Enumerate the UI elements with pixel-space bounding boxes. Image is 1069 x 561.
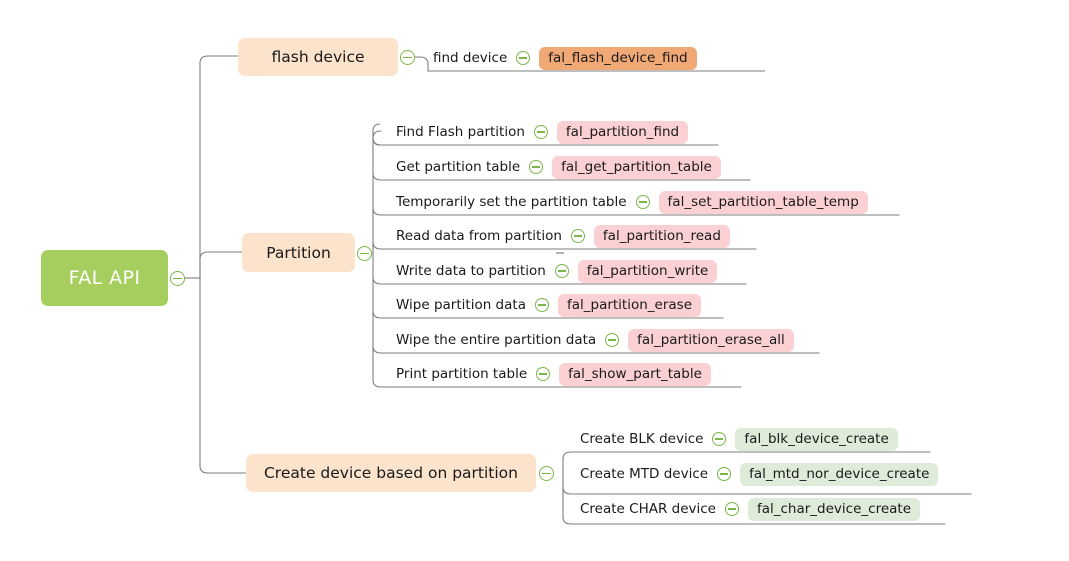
root-collapse-toggle-icon[interactable]	[170, 271, 185, 286]
leaf-label-wipe-partition-data: Wipe partition data	[396, 297, 526, 313]
api-badge-fal-mtd-nor-device-create[interactable]: fal_mtd_nor_device_create	[740, 462, 939, 486]
api-badge-fal-flash-device-find[interactable]: fal_flash_device_find	[539, 46, 697, 70]
leaf-label-temporarily-set-partition-table: Temporarily set the partition table	[396, 194, 627, 210]
leaf-row-wipe-entire-partition-data: Wipe the entire partition data fal_parti…	[396, 327, 794, 353]
leaf-row-create-char-device: Create CHAR device fal_char_device_creat…	[580, 496, 921, 522]
branch-node-flash-device[interactable]: flash device	[238, 38, 398, 76]
api-badge-fal-blk-device-create[interactable]: fal_blk_device_create	[735, 427, 898, 451]
create-mtd-device-collapse-toggle-icon[interactable]	[717, 467, 732, 481]
wipe-partition-data-collapse-toggle-icon[interactable]	[534, 298, 549, 312]
branch-node-create-device-label: Create device based on partition	[263, 464, 518, 482]
create-blk-device-collapse-toggle-icon[interactable]	[712, 432, 727, 446]
leaf-label-create-mtd-device: Create MTD device	[580, 466, 709, 482]
leaf-row-create-mtd-device: Create MTD device fal_mtd_nor_device_cre…	[580, 461, 939, 487]
api-badge-fal-partition-write[interactable]: fal_partition_write	[577, 259, 718, 283]
leaf-row-find-device: find device fal_flash_device_find	[433, 45, 697, 71]
root-node-label: FAL API	[68, 267, 141, 289]
leaf-label-create-char-device: Create CHAR device	[580, 501, 716, 517]
leaf-row-read-data-from-partition: Read data from partition fal_partition_r…	[396, 223, 730, 249]
read-data-from-partition-collapse-toggle-icon[interactable]	[570, 229, 585, 243]
leaf-label-read-data-from-partition: Read data from partition	[396, 228, 562, 244]
api-badge-fal-partition-erase-all[interactable]: fal_partition_erase_all	[628, 328, 794, 352]
branch-node-partition-label: Partition	[266, 243, 331, 262]
create-device-collapse-toggle-icon[interactable]	[539, 466, 554, 481]
temporarily-set-partition-table-collapse-toggle-icon[interactable]	[635, 195, 650, 209]
leaf-label-print-partition-table: Print partition table	[396, 366, 528, 382]
find-flash-partition-collapse-toggle-icon[interactable]	[533, 125, 548, 139]
leaf-label-find-flash-partition: Find Flash partition	[396, 124, 525, 140]
root-node[interactable]: FAL API	[41, 250, 168, 306]
leaf-row-find-flash-partition: Find Flash partition fal_partition_find	[396, 119, 689, 145]
leaf-row-print-partition-table: Print partition table fal_show_part_tabl…	[396, 361, 711, 387]
api-badge-fal-partition-find[interactable]: fal_partition_find	[556, 120, 689, 144]
leaf-row-write-data-to-partition: Write data to partition fal_partition_wr…	[396, 258, 718, 284]
api-badge-fal-partition-erase[interactable]: fal_partition_erase	[557, 293, 702, 317]
flash-device-collapse-toggle-icon[interactable]	[400, 50, 415, 65]
leaf-label-create-blk-device: Create BLK device	[580, 431, 704, 447]
api-badge-fal-partition-read[interactable]: fal_partition_read	[593, 224, 730, 248]
find-device-collapse-toggle-icon[interactable]	[516, 51, 531, 65]
partition-collapse-toggle-icon[interactable]	[357, 246, 372, 261]
api-badge-fal-show-part-table[interactable]: fal_show_part_table	[559, 362, 711, 386]
write-data-to-partition-collapse-toggle-icon[interactable]	[554, 264, 569, 278]
leaf-row-temporarily-set-partition-table: Temporarily set the partition table fal_…	[396, 189, 868, 215]
leaf-label-write-data-to-partition: Write data to partition	[396, 263, 546, 279]
get-partition-table-collapse-toggle-icon[interactable]	[529, 160, 544, 174]
api-badge-fal-char-device-create[interactable]: fal_char_device_create	[747, 497, 921, 521]
api-badge-fal-get-partition-table[interactable]: fal_get_partition_table	[552, 155, 721, 179]
leaf-label-find-device: find device	[433, 50, 508, 66]
api-badge-fal-set-partition-table-temp[interactable]: fal_set_partition_table_temp	[658, 190, 868, 214]
branch-node-create-device[interactable]: Create device based on partition	[246, 454, 536, 492]
leaf-row-create-blk-device: Create BLK device fal_blk_device_create	[580, 426, 898, 452]
create-char-device-collapse-toggle-icon[interactable]	[724, 502, 739, 516]
branch-node-flash-device-label: flash device	[271, 48, 365, 66]
leaf-row-get-partition-table: Get partition table fal_get_partition_ta…	[396, 154, 721, 180]
leaf-row-wipe-partition-data: Wipe partition data fal_partition_erase	[396, 292, 702, 318]
branch-node-partition[interactable]: Partition	[242, 233, 355, 272]
print-partition-table-collapse-toggle-icon[interactable]	[536, 367, 551, 381]
leaf-label-get-partition-table: Get partition table	[396, 159, 521, 175]
wipe-entire-partition-data-collapse-toggle-icon[interactable]	[605, 333, 620, 347]
leaf-label-wipe-entire-partition-data: Wipe the entire partition data	[396, 332, 597, 348]
